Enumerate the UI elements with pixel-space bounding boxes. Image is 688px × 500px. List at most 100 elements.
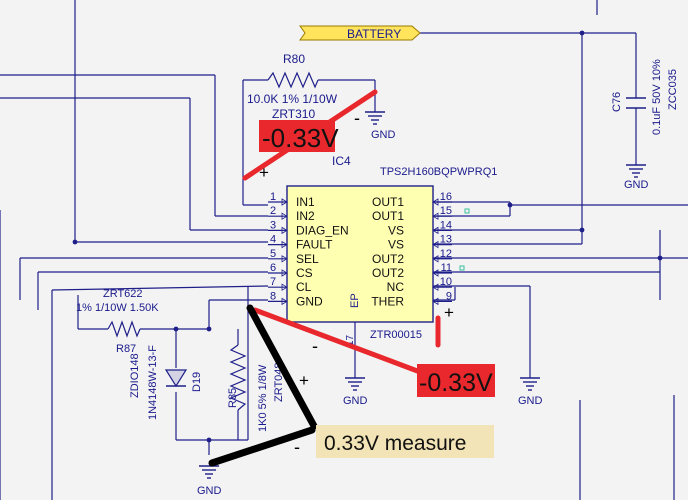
ic4-ep-label: EP [349, 293, 361, 308]
battery-label-text: BATTERY [347, 27, 401, 41]
pin-name: IN1 [296, 195, 315, 209]
gnd-symbol-ep[interactable]: GND [343, 377, 368, 407]
ic4-pin-4[interactable]: 4 FAULT [268, 234, 333, 252]
r80-resistor[interactable]: R80 10.0K 1% 1/10W ZRT310 [247, 52, 338, 121]
ic4-pin-16[interactable]: 16 OUT1 [372, 191, 452, 209]
probe-marker-2 [459, 265, 465, 271]
plus-sign-black: + [299, 371, 309, 390]
probe-marker-1 [464, 208, 470, 214]
minus-sign-top: - [354, 108, 360, 128]
pin-arrow [281, 226, 288, 235]
pin-name: OUT1 [372, 209, 404, 223]
pin-number: 16 [440, 191, 452, 203]
gnd-label-ep: GND [343, 395, 368, 407]
c76-part: ZCC035 [667, 69, 679, 110]
gnd-symbol-r80[interactable]: GND [365, 88, 396, 141]
svg-text:-0.33V: -0.33V [419, 369, 493, 397]
gnd-label-bottom: GND [197, 485, 222, 497]
pin-name: CL [296, 280, 312, 294]
annotation-top-reading: -0.33V [259, 120, 339, 153]
d19-part: ZDIO148 [129, 353, 141, 398]
battery-net-label[interactable]: BATTERY [299, 25, 421, 41]
pin-name: OUT2 [372, 266, 404, 280]
pin-arrow [281, 297, 288, 306]
pin-number: 8 [270, 290, 276, 302]
gnd-label-ther: GND [518, 395, 543, 407]
ic4-pin-9[interactable]: 9 THER [371, 290, 452, 308]
pin-number: 1 [270, 191, 276, 203]
r87-part: ZRT622 [103, 288, 143, 300]
pin-name: VS [388, 238, 404, 252]
pin-name: THER [371, 294, 404, 308]
pin-arrow [432, 255, 439, 263]
ic4-pin-8[interactable]: 8 GND [268, 290, 323, 308]
ic4-ep-pin: 17 [345, 334, 356, 346]
ic4-pin-10[interactable]: 10 NC [387, 276, 452, 294]
pin-arrow [281, 283, 288, 291]
pin-number: 10 [440, 276, 452, 288]
pin-number: 5 [270, 248, 276, 260]
ic4-body [286, 185, 434, 323]
pin-number: 12 [440, 248, 452, 260]
r85-resistor[interactable]: R85 1K0 5% 1/8W ZRT048 [227, 344, 285, 432]
pin-arrow [432, 240, 439, 249]
pin-name: GND [296, 294, 323, 308]
junctions [72, 30, 663, 443]
gnd-symbol-bottom[interactable]: GND [197, 465, 222, 497]
ic4-pin-1[interactable]: 1 IN1 [268, 191, 315, 209]
pin-name: IN2 [296, 209, 315, 223]
svg-text:0.33V measure: 0.33V measure [324, 432, 466, 455]
d19-ref: D19 [191, 372, 203, 392]
pin-number: 11 [441, 262, 452, 274]
pin-arrow [281, 255, 288, 263]
pin-arrow [432, 283, 439, 291]
pin-arrow [432, 226, 439, 235]
ic4-pin-7[interactable]: 7 CL [268, 276, 312, 294]
c76-ref: C76 [611, 92, 623, 112]
pin-number: 7 [270, 276, 276, 288]
svg-text:-0.33V: -0.33V [262, 123, 339, 153]
gnd-label-r80: GND [371, 129, 396, 141]
pin-name: VS [388, 223, 404, 237]
ic4-footprint: ZTR00015 [370, 329, 422, 341]
pin-name: CS [296, 266, 313, 280]
pin-number: 6 [270, 262, 276, 274]
pin-arrow [281, 212, 288, 220]
ic4-ref: IC4 [332, 154, 351, 168]
r85-value: 1K0 5% 1/8W [257, 364, 269, 432]
minus-sign-right: - [312, 336, 318, 356]
pin-number: 15 [440, 205, 452, 217]
r80-ref: R80 [283, 52, 305, 66]
c76-capacitor[interactable]: C76 0.1uF 50V 10% ZCC035 [611, 59, 679, 135]
pin-arrow [432, 297, 439, 306]
r80-value: 10.0K 1% 1/10W [247, 92, 338, 106]
d19-diode[interactable]: D19 ZDIO148 1N4148W-13-F [129, 345, 203, 420]
ic4-pin-11[interactable]: 11 OUT2 [372, 262, 452, 280]
r87-value: 1% 1/10W 1.50K [76, 302, 159, 314]
gnd-symbol-c76[interactable]: GND [624, 164, 649, 191]
pin-arrow [432, 269, 439, 277]
gnd-symbol-ther[interactable]: GND [518, 377, 543, 407]
ic4-pin-15[interactable]: 15 OUT1 [372, 205, 452, 223]
r87-resistor[interactable]: ZRT622 1% 1/10W 1.50K R87 [76, 288, 159, 355]
pin-number: 3 [270, 219, 276, 231]
c76-value: 0.1uF 50V 10% [651, 59, 663, 135]
pin-name: NC [387, 280, 405, 294]
pin-number: 9 [446, 290, 452, 302]
pin-arrow [432, 212, 439, 220]
ic4-pin-6[interactable]: 6 CS [268, 262, 313, 280]
r87-ref: R87 [116, 343, 136, 355]
pin-number: 4 [270, 234, 276, 246]
pin-name: FAULT [296, 238, 333, 252]
pin-name: OUT1 [372, 195, 404, 209]
gnd-label-c76: GND [624, 179, 649, 191]
